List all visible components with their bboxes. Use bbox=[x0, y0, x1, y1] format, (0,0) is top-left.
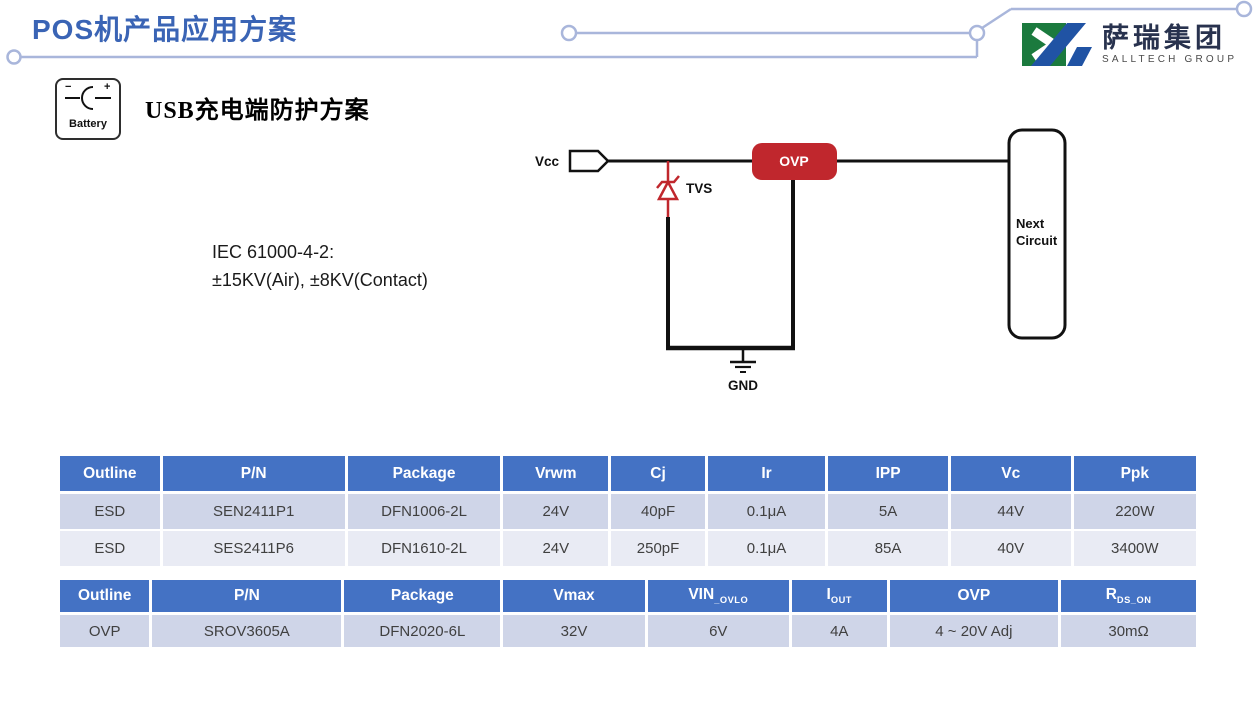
table-cell: 32V bbox=[501, 613, 648, 649]
header-cell: Package bbox=[342, 580, 504, 615]
battery-icon: − + bbox=[65, 81, 111, 110]
table-cell: 5A bbox=[826, 492, 951, 531]
header-cell: P/N bbox=[161, 456, 348, 494]
table-cell: ESD bbox=[60, 492, 163, 531]
header-cell: IOUT bbox=[790, 580, 890, 615]
table-cell: OVP bbox=[60, 613, 153, 649]
logo-blue-slash bbox=[1031, 23, 1086, 66]
header-cell: Vmax bbox=[501, 580, 648, 615]
table-cell: 85A bbox=[826, 530, 951, 568]
table-cell: 24V bbox=[501, 492, 612, 531]
header-cell: Outline bbox=[60, 580, 153, 615]
header-cell: P/N bbox=[150, 580, 345, 615]
table-cell: DFN1006-2L bbox=[346, 492, 504, 531]
ovp-label: OVP bbox=[779, 153, 809, 169]
vcc-label: Vcc bbox=[535, 154, 560, 169]
table-cell: 250pF bbox=[609, 530, 708, 568]
circuit-schematic: Vcc TVS OVP GND Next Circuit bbox=[535, 128, 1067, 393]
logo-blue-foot bbox=[1067, 47, 1092, 66]
header-cell: Ir bbox=[706, 456, 829, 494]
header-cell: IPP bbox=[826, 456, 951, 494]
table-cell: 30mΩ bbox=[1059, 613, 1196, 649]
section-heading: USB充电端防护方案 bbox=[145, 98, 370, 124]
header-cell: VIN_OVLO bbox=[646, 580, 792, 615]
ovp-block bbox=[752, 143, 837, 180]
next-circuit-label-line2: Circuit bbox=[1016, 233, 1058, 248]
ground-symbol bbox=[730, 348, 756, 373]
tvs-label: TVS bbox=[686, 181, 712, 196]
battery-icon-box: − + Battery bbox=[55, 78, 121, 140]
tvs-diode-symbol bbox=[656, 161, 680, 348]
table-cell: 4 ~ 20V Adj bbox=[888, 613, 1062, 649]
svg-text:+: + bbox=[104, 81, 110, 93]
vcc-connector bbox=[568, 149, 610, 173]
header-cell: Vrwm bbox=[501, 456, 612, 494]
table-cell: SEN2411P1 bbox=[161, 492, 348, 531]
header-cell: Cj bbox=[609, 456, 708, 494]
table-cell: 40pF bbox=[609, 492, 708, 531]
logo-text: 萨瑞集团 SALLTECH GROUP bbox=[1102, 24, 1237, 65]
table-cell: 40V bbox=[949, 530, 1074, 568]
table-cell: 4A bbox=[790, 613, 890, 649]
table-cell: SES2411P6 bbox=[161, 530, 348, 568]
next-circuit-label-line1: Next bbox=[1016, 216, 1045, 231]
next-circuit-block bbox=[1007, 128, 1067, 340]
iec-line1: IEC 61000-4-2: bbox=[212, 242, 335, 262]
gnd-label: GND bbox=[728, 378, 758, 393]
table-cell: 0.1μA bbox=[706, 530, 829, 568]
header-cell: RDS_ON bbox=[1059, 580, 1196, 615]
page-title: POS机产品应用方案 bbox=[32, 14, 298, 45]
iec-standard-note: IEC 61000-4-2: ±15KV(Air), ±8KV(Contact) bbox=[212, 238, 428, 294]
table-cell: 3400W bbox=[1072, 530, 1196, 568]
company-logo: 萨瑞集团 SALLTECH GROUP bbox=[1020, 20, 1237, 68]
header-cell: Outline bbox=[60, 456, 163, 494]
header-cell: Vc bbox=[949, 456, 1074, 494]
table-cell: SROV3605A bbox=[150, 613, 345, 649]
table-cell: 0.1μA bbox=[706, 492, 829, 531]
header-cell: Ppk bbox=[1072, 456, 1196, 494]
header-cell: Package bbox=[346, 456, 504, 494]
table-cell: ESD bbox=[60, 530, 163, 568]
svg-text:−: − bbox=[65, 81, 71, 93]
table-cell: 220W bbox=[1072, 492, 1196, 531]
iec-line2: ±15KV(Air), ±8KV(Contact) bbox=[212, 270, 428, 290]
battery-icon-label: Battery bbox=[69, 118, 107, 130]
logo-group-name: SALLTECH GROUP bbox=[1102, 53, 1238, 65]
table-cell: 24V bbox=[501, 530, 612, 568]
table-cell: DFN1610-2L bbox=[346, 530, 504, 568]
table-cell: 6V bbox=[646, 613, 792, 649]
logo-company-name: 萨瑞集团 bbox=[1102, 22, 1226, 53]
table-cell: DFN2020-6L bbox=[342, 613, 504, 649]
header-cell: OVP bbox=[888, 580, 1062, 615]
logo-mark-icon bbox=[1022, 23, 1092, 66]
decorative-circuit-lines bbox=[6, 0, 1253, 65]
table-cell: 44V bbox=[949, 492, 1074, 531]
